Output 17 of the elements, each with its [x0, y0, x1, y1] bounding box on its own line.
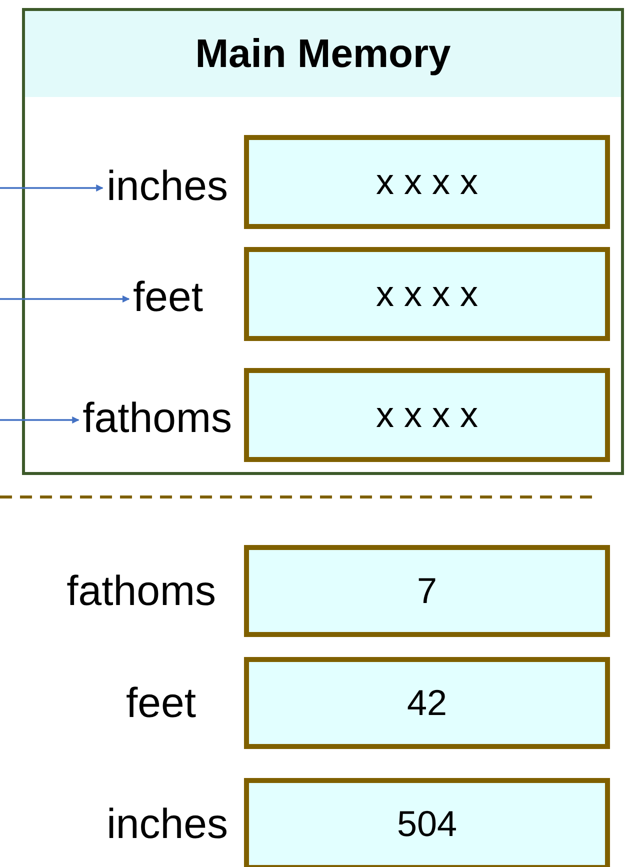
memory-cell: 7: [244, 545, 610, 637]
memory-cell: x x x x: [244, 368, 610, 462]
memory-cell: x x x x: [244, 247, 610, 341]
memory-panel: [22, 8, 624, 475]
memory-cell: 504: [244, 778, 610, 867]
arrow: [0, 416, 80, 424]
variable-name: inches: [106, 799, 228, 849]
variable-name: fathoms: [82, 393, 232, 443]
variable-name: feet: [132, 272, 203, 322]
memory-cell: x x x x: [244, 135, 610, 229]
arrow: [0, 184, 104, 192]
memory-cell: 42: [244, 657, 610, 749]
arrow: [0, 295, 130, 303]
variable-name: feet: [126, 678, 196, 728]
variable-name: fathoms: [66, 566, 216, 616]
variable-name: inches: [106, 161, 228, 211]
panel-heading: Main Memory: [25, 11, 621, 97]
